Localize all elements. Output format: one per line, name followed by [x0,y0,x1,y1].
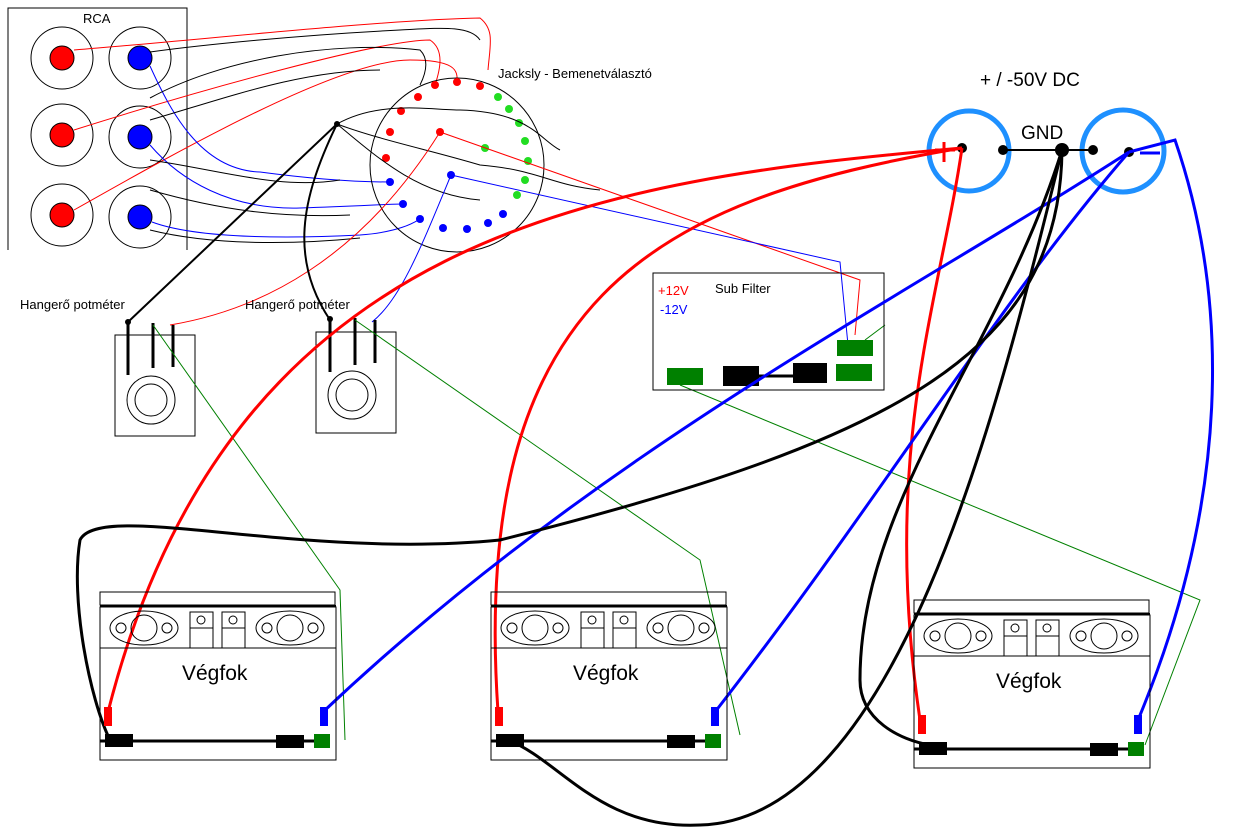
sub-filter-plus-label: +12V [658,283,689,298]
rca-panel: RCA [7,7,188,250]
selector-contact [453,78,461,86]
selector-contact [382,154,390,162]
rca-jack-1-right [108,26,172,90]
selector-contact [499,210,507,218]
pot-2-label: Hangerő potméter [245,297,350,312]
selector-contact [386,178,394,186]
selector-contact [414,93,422,101]
amplifier-label: Végfok [996,670,1062,693]
selector-contact [513,191,521,199]
selector-contact [439,224,447,232]
rca-jack-3-right [108,185,172,249]
input-selector: Jacksly - Bemenetválasztó [127,66,861,346]
amplifier-3: Végfok [913,599,1151,769]
rca-jack-2-right [108,105,172,169]
volume-pot-2: Hangerő potméter [245,297,397,434]
power-supply: + / -50V DC GND [926,70,1167,195]
rca-signal-wires [73,17,491,244]
selector-contact [386,128,394,136]
amplifier-1: Végfok [99,591,337,761]
rca-label: RCA [83,11,111,26]
sub-filter-output-terminal-2 [836,364,872,381]
amplifier-label: Végfok [573,662,639,685]
pot-1-label: Hangerő potméter [20,297,125,312]
sub-filter-input-terminal [667,368,703,385]
sub-filter-minus-label: -12V [660,302,688,317]
rca-jack-3-left [30,183,94,247]
selector-contact [399,200,407,208]
sub-filter-gnd-terminal-2 [793,363,827,383]
rca-jack-1-left [30,26,94,90]
selector-contact [416,215,424,223]
selector-contact [524,157,532,165]
sub-filter-gnd-terminal-1 [723,366,759,386]
selector-contact [505,105,513,113]
selector-contact [397,107,405,115]
sub-filter: +12V -12V Sub Filter [652,272,885,391]
sub-filter-output-terminal-1 [837,340,873,356]
selector-contact [494,93,502,101]
gnd-label: GND [1021,123,1063,144]
volume-pot-1: Hangerő potméter [20,297,196,437]
amplifier-2: Végfok [490,591,728,761]
sub-filter-label: Sub Filter [715,281,771,296]
selector-label: Jacksly - Bemenetválasztó [498,66,652,81]
selector-contact [521,137,529,145]
selector-contact [431,81,439,89]
amplifier-label: Végfok [182,662,248,685]
selector-contact [484,219,492,227]
selector-contact [476,82,484,90]
selector-contact [521,176,529,184]
selector-contact [463,225,471,233]
rca-jack-2-left [30,103,94,167]
power-wires [75,138,1215,827]
power-supply-label: + / -50V DC [980,70,1080,91]
